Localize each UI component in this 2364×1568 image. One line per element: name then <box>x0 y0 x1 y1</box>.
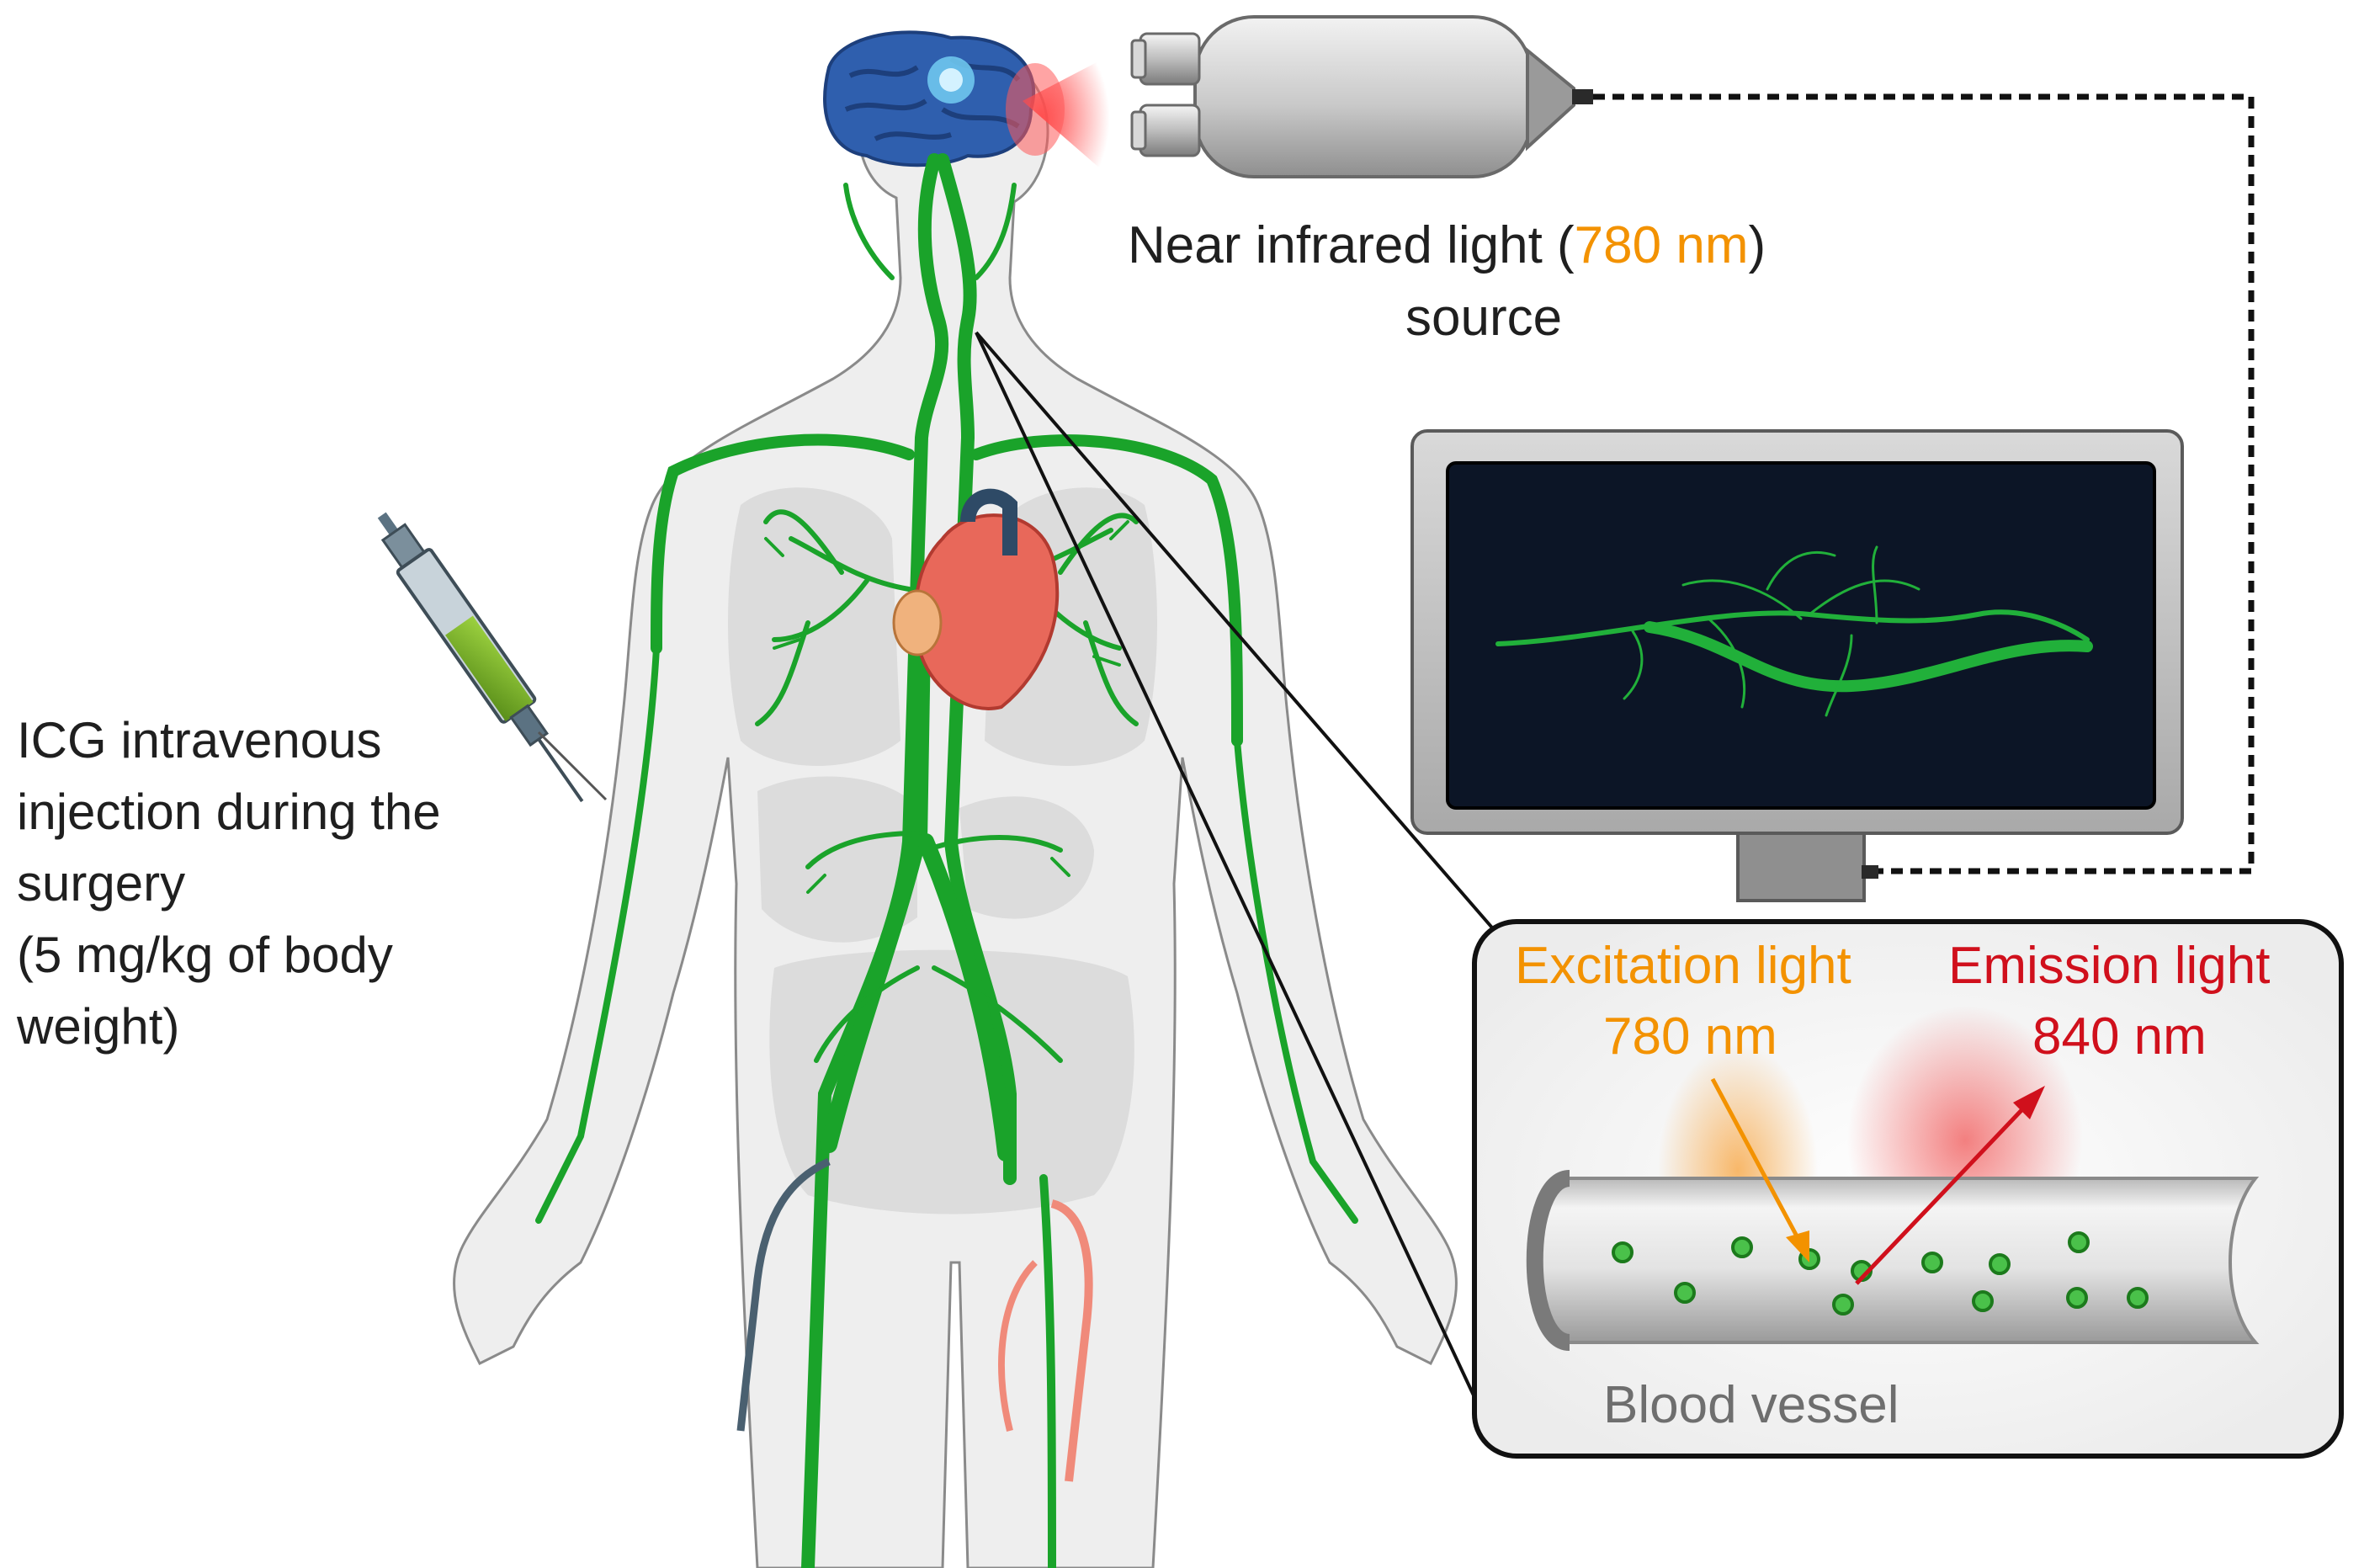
artery-right-leg-2 <box>998 1260 1038 1432</box>
icg-particle <box>2127 1287 2149 1309</box>
icg-particle <box>1921 1252 1943 1273</box>
excitation-value: 780 nm <box>1603 1007 1777 1066</box>
nir-label-suffix: ) <box>1748 216 1766 274</box>
icg-particle <box>1674 1282 1696 1304</box>
nir-label-line2: source <box>1405 289 1562 347</box>
icg-particle <box>1989 1253 2011 1275</box>
human-body-icon <box>453 30 1458 1568</box>
icg-particle <box>2066 1287 2088 1309</box>
screen-angiogram <box>1495 545 2093 717</box>
vascular-network <box>535 153 1358 1568</box>
icg-label-line3: surgery <box>17 855 185 912</box>
blood-vessel-tube <box>1533 1177 2260 1344</box>
icg-label-line4: (5 mg/kg of body <box>17 927 393 983</box>
icg-injection-label: ICG intravenous injection during the sur… <box>16 712 441 1055</box>
icg-label-line1: ICG intravenous <box>17 712 382 768</box>
excitation-title: Excitation light <box>1515 937 1851 995</box>
camera-cable <box>1593 93 2255 874</box>
heart-icon <box>892 488 1060 710</box>
injection-pointer <box>537 731 608 801</box>
vein-left-leg <box>736 1157 831 1432</box>
icg-particle <box>2068 1231 2090 1253</box>
icg-particle <box>1832 1294 1854 1316</box>
zoom-line-top <box>975 331 1498 934</box>
nir-beam <box>1006 50 1119 185</box>
emission-arrow <box>1855 1086 2045 1285</box>
icg-particle <box>1731 1236 1753 1258</box>
svg-text:Near infrared light (780 nm): Near infrared light (780 nm) <box>1128 216 1766 274</box>
icg-label-line2: injection during the <box>17 784 441 840</box>
icg-particles <box>1612 1231 2149 1316</box>
nir-label-wavelength: 780 nm <box>1575 216 1749 274</box>
emission-title: Emission light <box>1948 937 2270 995</box>
excitation-arrow <box>1710 1077 1809 1262</box>
nir-source-label: Near infrared light (780 nm) source <box>1128 216 1766 347</box>
vessel-label: Blood vessel <box>1603 1376 1899 1434</box>
artery-right-leg <box>1050 1199 1093 1482</box>
nir-camera-icon <box>1130 15 1593 178</box>
icg-particle <box>1972 1290 1994 1312</box>
icg-label-line5: weight) <box>16 998 179 1055</box>
nir-label-prefix: Near infrared light ( <box>1128 216 1575 274</box>
brain-icon <box>823 30 1036 167</box>
monitor-icon <box>1410 429 2184 902</box>
icg-particle <box>1612 1241 1634 1263</box>
stomach <box>959 796 1094 919</box>
vessel-inset <box>1472 919 2344 1459</box>
zoom-line-bottom <box>975 332 1476 1398</box>
liver <box>757 776 917 943</box>
syringe-icon <box>377 512 584 803</box>
emission-value: 840 nm <box>2032 1007 2207 1066</box>
